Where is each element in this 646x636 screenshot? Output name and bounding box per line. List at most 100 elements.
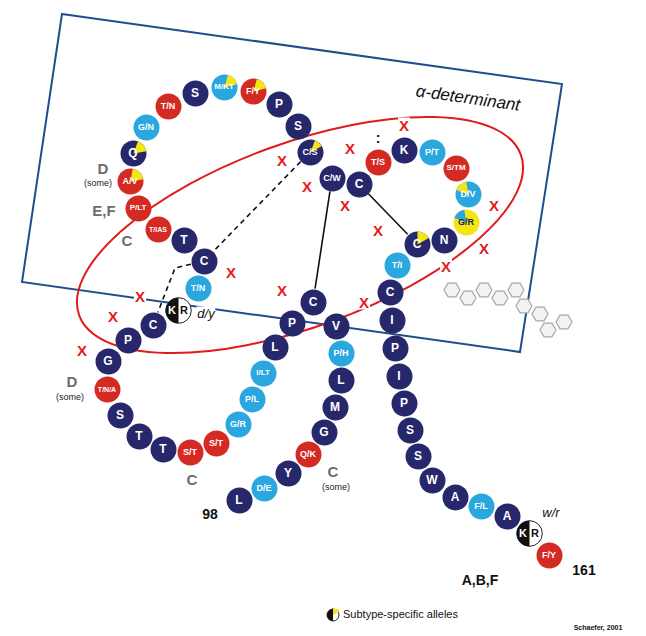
- residue-letter: C: [200, 255, 209, 267]
- residue-fill: [442, 484, 468, 510]
- residue-letter: D/V: [460, 190, 475, 199]
- residue-fill: [382, 335, 408, 361]
- source-note: Schaefer, 2001: [573, 624, 624, 631]
- residue-circle: F/Y: [240, 78, 267, 105]
- residue-letter: I: [390, 314, 393, 326]
- residue-fill: [115, 327, 141, 353]
- mutation-mark: X: [488, 198, 500, 213]
- residue-circle: V: [323, 313, 350, 340]
- mutation-mark: X: [301, 179, 313, 194]
- glycan-hexagon: [444, 283, 460, 297]
- residue-letter: Y: [284, 467, 292, 479]
- residue-letter: L: [337, 374, 344, 386]
- allele-circle: [516, 520, 542, 546]
- residue-letter: S: [414, 450, 422, 462]
- residue-circle: C: [300, 289, 327, 316]
- residue-circle: F/L: [468, 493, 495, 520]
- mutation-mark: X: [358, 295, 370, 310]
- residue-fill: [323, 313, 349, 339]
- allele-circle: [165, 297, 191, 323]
- residue-letter: N: [440, 234, 449, 246]
- residue-circle: A: [442, 484, 469, 511]
- residue-letter: A: [451, 491, 460, 503]
- residue-circle: T: [150, 436, 177, 463]
- residue-circle: T/N: [185, 275, 212, 302]
- residue-circle: T/S: [365, 149, 392, 176]
- residue-circle: T/IAS: [145, 216, 172, 243]
- residue-circle: L: [328, 367, 355, 394]
- residue-circle: T: [126, 423, 153, 450]
- residue-fill: [295, 441, 321, 467]
- residue-letter: Q/K: [300, 450, 316, 459]
- residue-circle: F/Y: [536, 542, 563, 569]
- allele-note: d/y: [196, 307, 215, 320]
- residue-fill: [322, 394, 348, 420]
- residue-fill: [386, 363, 412, 389]
- residue-fill: [377, 279, 403, 305]
- residue-circle: S: [107, 402, 134, 429]
- residue-fill: [384, 252, 410, 278]
- residue-letter: S: [191, 87, 199, 99]
- residue-letter: I: [397, 370, 400, 382]
- residue-fill: [140, 312, 166, 338]
- residue-fill: [117, 168, 143, 194]
- residue-fill: [250, 360, 276, 386]
- residue-letter: C: [386, 286, 395, 298]
- residue-fill: [468, 493, 494, 519]
- glycan-hexagon: [460, 291, 476, 305]
- subtype-note: (some): [55, 393, 85, 402]
- residue-circle: M/KT: [211, 74, 238, 101]
- glycan-chain: [444, 283, 572, 337]
- residue-letter: F/Y: [246, 87, 260, 96]
- residue-fill: [133, 114, 159, 140]
- residue-circle: L: [226, 487, 253, 514]
- residue-circle: P/T: [419, 139, 446, 166]
- residue-letter: S/T: [209, 439, 223, 448]
- residue-fill: [125, 195, 151, 221]
- residue-circle: A: [494, 503, 521, 530]
- residue-circle: P: [391, 390, 418, 417]
- residue-letter: A: [503, 510, 512, 522]
- determinant-box: [22, 14, 562, 352]
- residue-letter: P/H: [333, 349, 348, 358]
- residue-circle: Q/K: [295, 441, 322, 468]
- residue-circle: N: [431, 227, 458, 254]
- residue-fill: [419, 467, 445, 493]
- residue-circle: C/S: [297, 139, 324, 166]
- residue-fill: [328, 367, 354, 393]
- residue-fill: [120, 140, 146, 166]
- residue-circle: C: [140, 312, 167, 339]
- residue-circle: S/T: [203, 430, 230, 457]
- residue-fill: [177, 439, 203, 465]
- residue-letter: M/KT: [214, 83, 234, 91]
- residue-circle: G/N: [133, 114, 160, 141]
- residue-letter: T/S: [371, 158, 385, 167]
- residue-fill: [95, 348, 121, 374]
- mark: :: [375, 131, 382, 145]
- glycan-hexagon: [532, 307, 548, 321]
- residue-circle: A/V: [117, 168, 144, 195]
- residue-letter: T/N: [191, 284, 206, 293]
- residue-fill: [379, 307, 405, 333]
- residue-circle: L: [262, 334, 289, 361]
- legend-symbol: [327, 609, 339, 621]
- subtype-letter: D: [66, 374, 79, 389]
- residue-fill: [171, 227, 197, 253]
- residue-circle: C: [346, 171, 373, 198]
- residue-letter: Q: [128, 147, 137, 159]
- residue-letter: A/V: [122, 177, 137, 186]
- allele-half: [165, 297, 178, 323]
- residue-fill: [182, 80, 208, 106]
- residue-letter: C: [355, 178, 364, 190]
- residue-circle: S/TM: [443, 155, 470, 182]
- position-number: 98: [201, 507, 219, 521]
- glycan-hexagon: [508, 283, 524, 297]
- subtype-note: (some): [321, 483, 351, 492]
- residue-circle: T/N/A: [94, 376, 121, 403]
- residue-letter: R: [180, 305, 188, 316]
- residue-fill: [405, 443, 431, 469]
- residue-letter: W: [426, 474, 437, 486]
- subtype-letter: E,F: [91, 203, 116, 218]
